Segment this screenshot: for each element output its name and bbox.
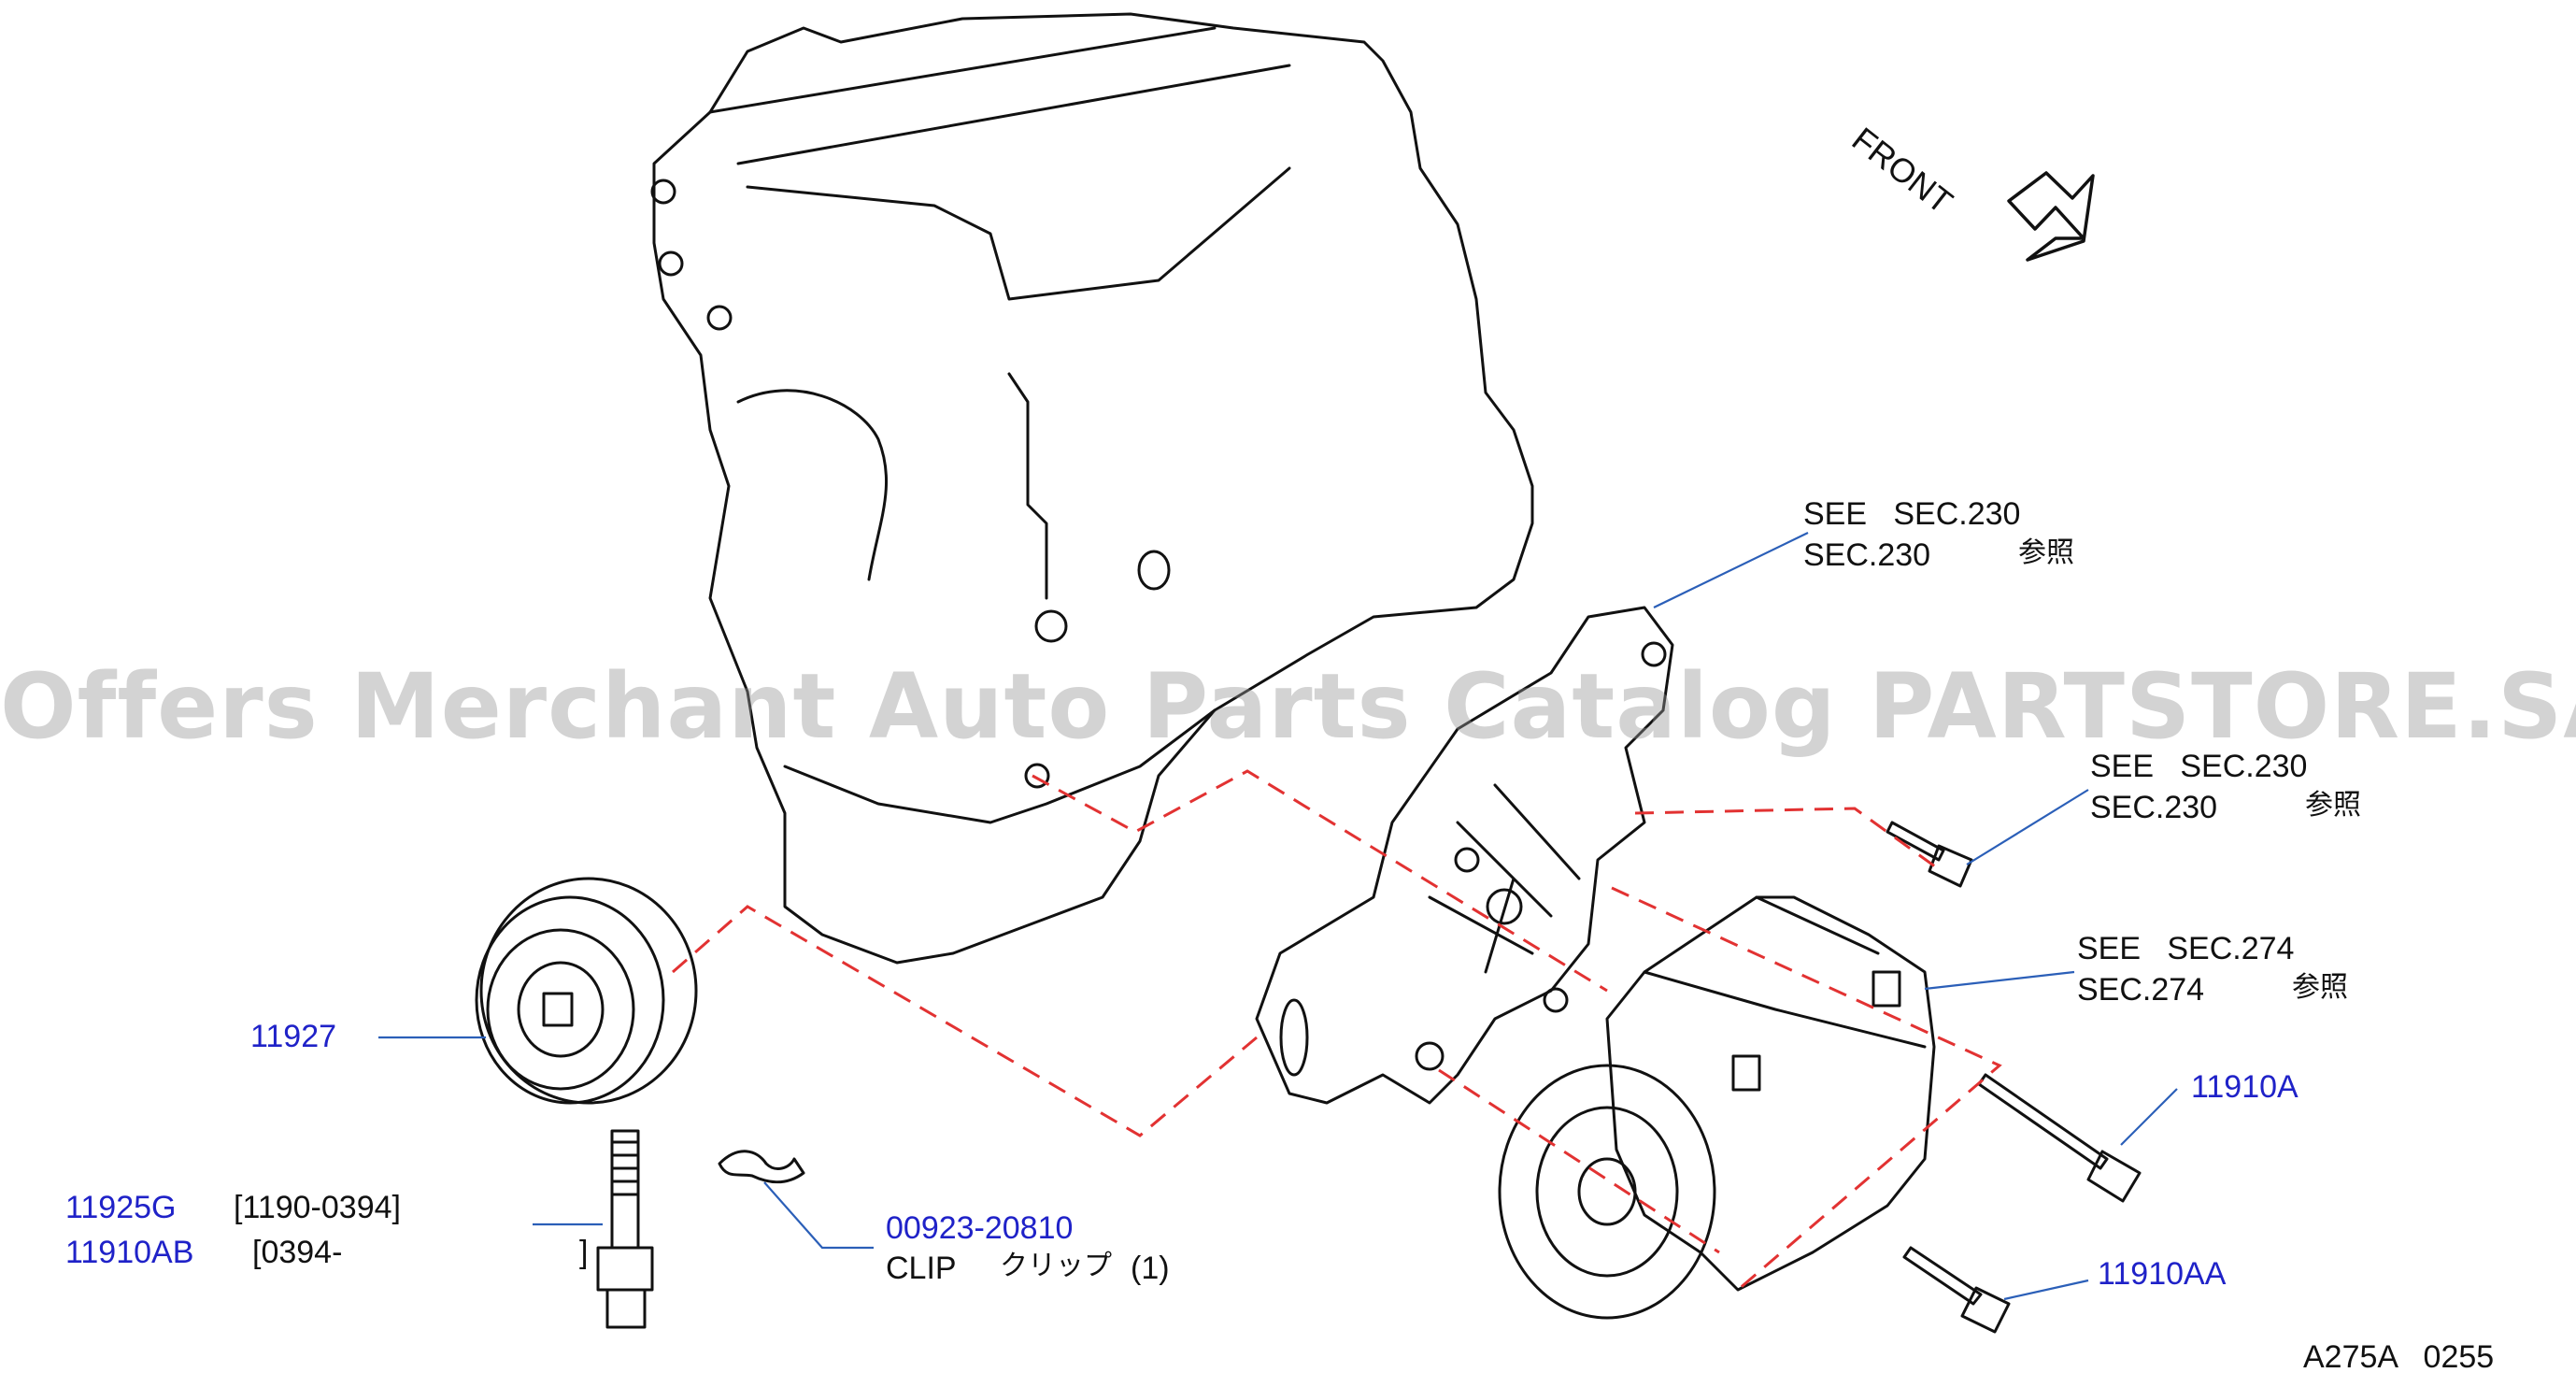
engine-plug-3 bbox=[706, 305, 733, 331]
see-sec230-top: SEE SEC.230 bbox=[1803, 496, 2021, 532]
idler-bolt-head bbox=[596, 1246, 654, 1329]
idler-pulley-rim bbox=[475, 895, 665, 1105]
part-link-11910AB[interactable]: 11910AB bbox=[65, 1235, 194, 1270]
idler-bolt-threads bbox=[610, 1140, 640, 1196]
compressor-bracket bbox=[1255, 606, 1674, 1105]
engine-stud-hole bbox=[1034, 609, 1068, 643]
idler-pulley-groove bbox=[486, 928, 635, 1091]
sec230-top: SEC.230 bbox=[1803, 537, 1931, 573]
compressor-clutch-hub bbox=[1577, 1157, 1637, 1226]
bracket-bolt-hole-1 bbox=[1486, 888, 1523, 925]
engine-plug-2 bbox=[658, 250, 684, 277]
leader-sec274 bbox=[1924, 970, 2075, 991]
engine-block bbox=[652, 12, 1534, 965]
leader-sec230-bolt bbox=[1966, 789, 2089, 865]
compressor-pulley-inner bbox=[1535, 1106, 1679, 1278]
clip-name-jp: クリップ bbox=[1000, 1250, 1112, 1282]
engine-plug-1 bbox=[650, 179, 676, 205]
idler-pulley-bearing bbox=[517, 961, 605, 1058]
sec274-jp: 参照 bbox=[2292, 971, 2348, 1004]
part-11925G-range: [1190-0394] bbox=[234, 1190, 401, 1225]
part-11910AB-range-open: [0394- bbox=[252, 1235, 343, 1270]
leader-11910AA bbox=[2003, 1279, 2089, 1301]
belt-route-right bbox=[1611, 886, 2002, 1292]
sec230-top-jp: 参照 bbox=[2018, 536, 2074, 569]
bolt-upper-right bbox=[1886, 821, 1973, 888]
sec274: SEC.274 bbox=[2077, 972, 2205, 1008]
bracket-bolt-hole-2 bbox=[1454, 847, 1480, 873]
bracket-bolt-hole-4 bbox=[1415, 1041, 1445, 1071]
part-link-11910A[interactable]: 11910A bbox=[2191, 1069, 2298, 1105]
oil-pan bbox=[783, 708, 1217, 824]
bracket-bolt-hole-3 bbox=[1543, 987, 1569, 1013]
compressor-mount-ear-2 bbox=[1872, 970, 1901, 1008]
figure-code: A275A 0255 bbox=[2303, 1339, 2495, 1375]
bracket-ribs bbox=[1428, 783, 1581, 974]
see-sec230-bolt: SEE SEC.230 bbox=[2090, 749, 2308, 784]
part-11910AB-range-close: ] bbox=[579, 1235, 589, 1270]
belt-route-left bbox=[672, 905, 1258, 1137]
watermark: Offers Merchant Auto Parts Catalog PARTS… bbox=[0, 654, 2576, 759]
bolt-11910AA bbox=[1902, 1246, 2011, 1334]
engine-boss bbox=[1137, 550, 1171, 591]
compressor-body bbox=[1605, 895, 1936, 1292]
clip-name: CLIP bbox=[886, 1251, 957, 1286]
engine-cam-cover bbox=[708, 26, 1291, 301]
part-link-00923-20810[interactable]: 00923-20810 bbox=[886, 1210, 1074, 1246]
see-sec274: SEE SEC.274 bbox=[2077, 931, 2295, 966]
bracket-bolt-hole-5 bbox=[1641, 641, 1667, 667]
belt-route-engine bbox=[1032, 769, 1608, 993]
part-link-11927[interactable]: 11927 bbox=[250, 1019, 337, 1054]
compressor-mount-ear-1 bbox=[1731, 1054, 1761, 1092]
clip-qty: (1) bbox=[1131, 1251, 1170, 1286]
idler-pulley-center-nut bbox=[542, 992, 574, 1027]
leader-11910A bbox=[2120, 1088, 2178, 1146]
sec230-bolt: SEC.230 bbox=[2090, 790, 2218, 825]
bolt-11910A bbox=[1977, 1073, 2142, 1203]
part-link-11910AA[interactable]: 11910AA bbox=[2098, 1256, 2227, 1292]
leader-00923 bbox=[763, 1181, 874, 1250]
belt-route-bracket bbox=[1438, 1068, 1720, 1254]
sec230-bolt-jp: 参照 bbox=[2305, 789, 2361, 822]
engine-timing-cover bbox=[736, 372, 1048, 600]
front-arrow-icon bbox=[2007, 171, 2095, 262]
compressor-body-lines bbox=[1643, 895, 1927, 1049]
compressor-pulley bbox=[1498, 1064, 1716, 1320]
belt-route-upper bbox=[1634, 807, 1940, 871]
bracket-slot bbox=[1279, 998, 1309, 1077]
engine-stud-hole-lower bbox=[1024, 763, 1050, 789]
idler-pulley-outer bbox=[479, 877, 698, 1105]
idler-bolt-shank bbox=[610, 1129, 640, 1250]
leader-sec230-top bbox=[1653, 532, 1809, 608]
clip-part bbox=[718, 1150, 805, 1184]
part-link-11925G[interactable]: 11925G bbox=[65, 1190, 177, 1225]
